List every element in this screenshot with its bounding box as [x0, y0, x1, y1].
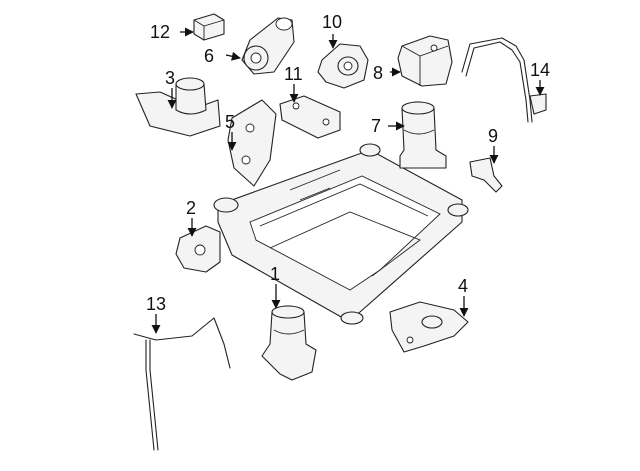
- leader-lines: [151, 27, 545, 334]
- part-6-torque-rod: [241, 17, 295, 75]
- part-4-mount: [389, 301, 469, 353]
- callout-11: 11: [284, 64, 303, 84]
- part-14-rod: [461, 37, 547, 123]
- callout-14: 14: [530, 60, 550, 80]
- part-3-mount: [135, 77, 221, 137]
- callout-8: 8: [373, 63, 383, 83]
- part-11-bracket: [279, 95, 341, 139]
- callout-6: 6: [204, 46, 214, 66]
- callout-13: 13: [146, 294, 166, 314]
- callout-9: 9: [488, 126, 498, 146]
- callout-2: 2: [186, 198, 196, 218]
- part-9-clip: [469, 157, 503, 193]
- callout-labels: 12 6 10 8 14 3 11 5 7 9 2 1 4 13: [146, 12, 550, 314]
- part-7-mount: [399, 101, 447, 169]
- callout-7: 7: [371, 116, 381, 136]
- subframe: [213, 143, 469, 325]
- leader-6: [225, 51, 241, 61]
- callout-4: 4: [458, 276, 468, 296]
- part-8-mount: [397, 35, 453, 87]
- part-12-sensor: [193, 13, 225, 41]
- part-2-mount: [175, 225, 221, 273]
- callout-12: 12: [150, 22, 170, 42]
- part-5-bracket: [227, 99, 277, 187]
- part-13-rod: [133, 317, 231, 451]
- callout-10: 10: [322, 12, 342, 32]
- callout-5: 5: [225, 112, 235, 132]
- callout-3: 3: [165, 68, 175, 88]
- callout-1: 1: [270, 264, 280, 284]
- part-1-mount: [261, 305, 317, 381]
- part-10-bracket: [317, 43, 369, 89]
